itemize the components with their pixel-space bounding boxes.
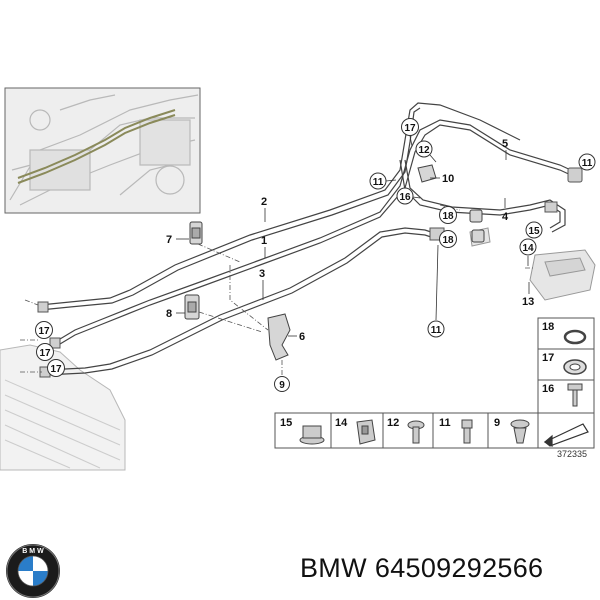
caption-brand: BMW [300,553,367,583]
legend-label-14: 14 [335,417,348,429]
pipe-2-line [39,102,521,311]
legend-side-panel: 18 17 16 [537,317,595,414]
caption-part-number: 64509292566 [374,553,544,583]
callout-11-a: 11 [373,177,384,188]
callout-17-d: 17 [50,364,62,375]
bmw-roundel-logo: B M W [6,544,60,598]
callout-17-b: 17 [38,326,50,337]
callout-9: 9 [279,380,285,391]
callout-18-a: 18 [442,211,454,222]
callout-8: 8 [166,308,172,320]
callout-3: 3 [259,268,265,280]
callout-11-b: 11 [431,325,442,336]
legend-label-17: 17 [542,352,554,364]
nut-icon [299,425,325,445]
callout-4: 4 [502,211,509,223]
pipe-1-line [54,119,576,348]
fitting-direction-arrow-icon [543,423,589,448]
svg-text:B M W: B M W [22,548,44,555]
callout-16: 16 [399,192,411,203]
clip-10 [417,164,437,183]
legend-label-11: 11 [439,417,451,429]
callout-5: 5 [502,138,508,150]
o-ring-icon [563,329,587,345]
callout-12: 12 [418,145,430,156]
bracket-8 [184,294,200,320]
callout-2: 2 [261,196,267,208]
callout-1: 1 [261,235,267,247]
ac-dryer-unit [529,249,596,301]
bracket-7 [189,221,203,245]
legend-bottom-panel: 15 14 12 11 9 [274,412,595,449]
callout-18-b: 18 [442,235,454,246]
legend-label-9: 9 [494,417,500,429]
callout-7: 7 [166,234,172,246]
callout-6: 6 [299,331,305,343]
legend-label-12: 12 [387,417,399,429]
expanding-rivet-icon [510,419,530,444]
clip-18-pair [469,209,485,243]
vehicle-inset-thumbnail [4,87,201,214]
callout-13: 13 [522,296,534,308]
bolt-icon [567,383,583,407]
callout-11-c: 11 [582,158,593,169]
callout-17-a: 17 [404,123,416,134]
screw-icon [407,420,425,444]
drawing-number: 372335 [557,449,587,459]
legend-label-18: 18 [542,321,554,333]
callouts: 1 2 3 4 5 6 7 8 10 13 9 11 11 12 14 [35,118,596,392]
holder-6 [267,313,291,361]
legend-label-16: 16 [542,383,554,395]
legend-label-15: 15 [280,417,292,429]
pipe-3-line [44,227,441,376]
callout-10: 10 [442,173,454,185]
clip-icon [356,419,376,445]
callout-14: 14 [522,243,534,254]
callout-17-c: 17 [39,348,51,359]
hex-bolt-icon [461,419,473,444]
callout-15: 15 [528,226,540,237]
